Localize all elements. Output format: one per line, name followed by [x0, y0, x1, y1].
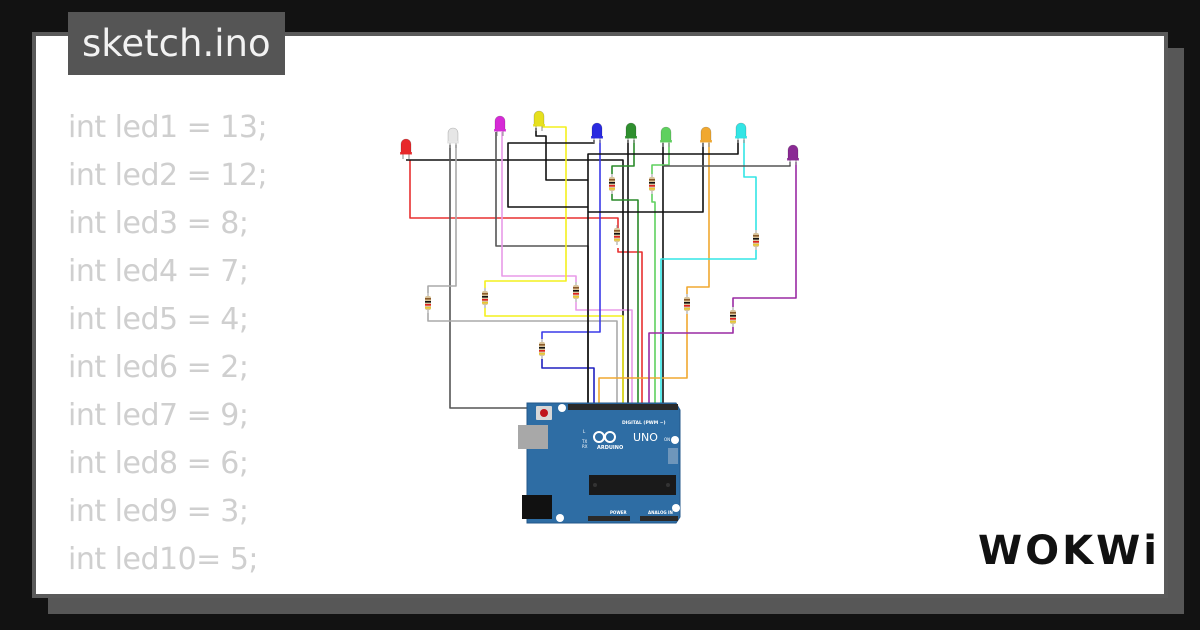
wire: [686, 143, 710, 294]
code-line: int led1 = 13;: [68, 110, 268, 145]
usb-port: [518, 425, 548, 449]
l-label: L: [583, 429, 586, 434]
wire: [611, 140, 635, 174]
resistor: [753, 230, 759, 250]
resistor: [614, 225, 620, 245]
code-line: int led7 = 9;: [68, 398, 249, 433]
led-led4[interactable]: [533, 110, 545, 131]
wire: [535, 128, 588, 181]
wire: [484, 308, 624, 406]
wire: [507, 140, 595, 208]
code-line: int led6 = 2;: [68, 350, 249, 385]
code-line: int led3 = 8;: [68, 206, 249, 241]
code-line: int led2 = 12;: [68, 158, 268, 193]
code-line: int led5 = 4;: [68, 302, 249, 337]
led-led9[interactable]: [735, 122, 747, 143]
wires: [406, 126, 797, 409]
resistor: [482, 288, 488, 308]
resistor: [684, 294, 690, 314]
wire: [664, 162, 791, 167]
analog-label: ANALOG IN: [648, 510, 673, 515]
arduino-uno-board: UNO ARDUINO DIGITAL (PWM ~) POWER ANALOG…: [518, 402, 681, 524]
wire: [732, 162, 797, 307]
led-led6[interactable]: [625, 122, 637, 143]
digital-header: [568, 404, 678, 410]
resistor: [609, 174, 615, 194]
code-line: int led8 = 6;: [68, 446, 249, 481]
wire: [743, 140, 757, 230]
wire: [611, 194, 639, 406]
led-led10[interactable]: [787, 144, 799, 165]
led-led5[interactable]: [591, 122, 603, 143]
rx-label: RX: [582, 444, 588, 449]
wire: [541, 140, 601, 339]
led-led8[interactable]: [700, 126, 712, 147]
atmega-chip: [589, 475, 676, 495]
leds: [400, 110, 799, 165]
on-label: ON: [664, 437, 670, 442]
power-jack: [522, 495, 552, 519]
wire: [575, 302, 633, 406]
wire: [541, 359, 595, 406]
wire: [617, 248, 643, 406]
resistor: [539, 339, 545, 359]
wokwi-logo: WOKWi: [978, 528, 1160, 574]
wire: [427, 145, 457, 293]
power-header: [588, 516, 630, 521]
resistor: [425, 293, 431, 313]
board-brand-label: ARDUINO: [597, 445, 623, 451]
wire: [406, 159, 624, 406]
code-line: void setup() {: [68, 584, 270, 594]
wire: [651, 194, 656, 406]
tx-label: TX: [581, 439, 587, 444]
code-line: int led9 = 3;: [68, 494, 249, 529]
analog-header: [640, 516, 678, 521]
code-line: int led10= 5;: [68, 542, 259, 577]
reset-button: [540, 409, 548, 417]
code-line: int led4 = 7;: [68, 254, 249, 289]
wire: [409, 160, 619, 228]
resistor: [730, 307, 736, 327]
wire: [651, 143, 670, 174]
digital-label: DIGITAL (PWM ~): [622, 420, 666, 426]
board-model-label: UNO: [633, 431, 658, 444]
wire: [598, 314, 688, 406]
wire: [501, 132, 577, 282]
resistor: [649, 174, 655, 194]
led-led2[interactable]: [447, 127, 459, 148]
file-name-tab: sketch.ino: [68, 12, 285, 75]
wire: [484, 126, 567, 288]
wire: [587, 140, 739, 406]
resistor: [573, 282, 579, 302]
wire: [427, 313, 618, 406]
led-led7[interactable]: [660, 126, 672, 147]
wire: [648, 327, 734, 406]
led-led1[interactable]: [400, 138, 412, 159]
led-led3[interactable]: [494, 115, 506, 136]
resistors: [425, 174, 759, 359]
power-label: POWER: [610, 510, 627, 515]
code-preview: int led1 = 13; int led2 = 12; int led3 =…: [68, 104, 270, 594]
wire: [449, 145, 530, 409]
